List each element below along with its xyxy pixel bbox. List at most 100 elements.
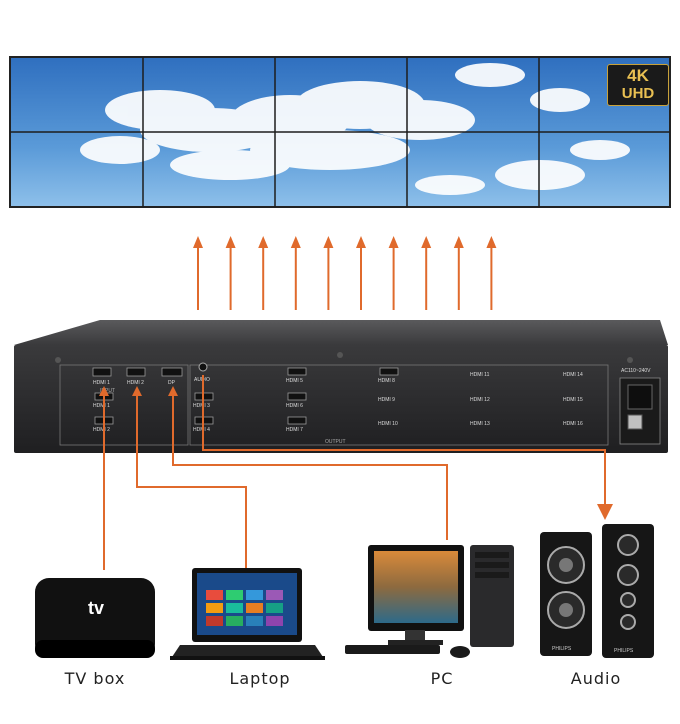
port-hdmi-in-1: HDMI 1 (92, 367, 112, 386)
input-panel-label: INPUT (100, 388, 115, 394)
output-port-label: HDMI 3 (193, 403, 210, 409)
output-port-label: HDMI 6 (286, 403, 303, 409)
svg-text:DP: DP (168, 380, 176, 386)
output-arrows-group (193, 236, 497, 310)
laptop-tile (246, 590, 263, 600)
output-port: HDMI 13 (470, 421, 490, 427)
speaker-brand-left: PHILIPS (552, 646, 572, 652)
output-port-label: HDMI 8 (378, 378, 395, 384)
input-panel (59, 364, 189, 446)
arrow-tip-hdmi1 (99, 386, 109, 396)
cloud-layer (80, 63, 630, 195)
output-port-label: HDMI 15 (563, 397, 583, 403)
laptop-tile (206, 616, 223, 626)
4k-uhd-badge: 4K UHD (607, 64, 669, 106)
screw-icon (627, 357, 633, 363)
speaker-cone-icon (617, 564, 639, 586)
laptop-tile (246, 603, 263, 613)
power-switch[interactable] (627, 414, 643, 430)
line-pc (172, 390, 448, 540)
output-arrow-tip (421, 236, 432, 248)
laptop-tile (266, 590, 283, 600)
tvbox-brand: tv (88, 598, 104, 618)
output-port: HDMI 12 (470, 397, 490, 403)
output-port-label: HDMI 9 (378, 397, 395, 403)
laptop-tile (226, 616, 243, 626)
output-port-label: HDMI 5 (286, 378, 303, 384)
tvbox-label: TV box (64, 669, 126, 688)
pc-label: PC (430, 669, 454, 688)
svg-text:HDMI 2: HDMI 2 (127, 380, 144, 386)
pc-monitor-screen (374, 551, 458, 623)
laptop-tiles (206, 590, 283, 626)
connection-lines (103, 375, 613, 570)
audio-label: Audio (570, 669, 622, 688)
output-port-label: HDMI 1 (93, 403, 110, 409)
tvbox-device: tv (35, 578, 155, 658)
output-arrow-tip (193, 236, 203, 248)
output-arrow-tip (486, 236, 497, 248)
arrow-tip-hdmi2 (132, 386, 142, 396)
output-port: HDMI 14 (563, 372, 583, 378)
hdmi-port-icon (379, 367, 399, 376)
pc-device (345, 545, 514, 658)
output-port: HDMI 5 (286, 367, 307, 384)
output-port-label: HDMI 2 (93, 427, 110, 433)
speaker-tweeter-icon (620, 614, 636, 630)
output-port: HDMI 10 (378, 421, 398, 427)
output-port-label: HDMI 4 (193, 427, 210, 433)
video-wall (9, 56, 671, 208)
output-port: HDMI 9 (378, 397, 395, 403)
laptop-tile (246, 616, 263, 626)
chassis-top (14, 320, 668, 345)
port-audio-out: AUDIO (194, 362, 210, 383)
output-port: HDMI 6 (286, 392, 307, 409)
laptop-tile (266, 603, 283, 613)
power-socket-icon (627, 384, 653, 410)
processor-unit: INPUT OUTPUT HDMI 1 HDMI 2 DP AUDIO HDMI… (14, 320, 668, 453)
laptop-tile (206, 603, 223, 613)
output-port-label: HDMI 7 (286, 427, 303, 433)
line-laptop (136, 390, 247, 568)
screw-icon (55, 357, 61, 363)
output-arrow-tip (356, 236, 366, 248)
arrow-tip-dp (168, 386, 178, 396)
speaker-cone-icon (617, 534, 639, 556)
port-hdmi-in-2: HDMI 2 (126, 367, 146, 386)
speaker-tweeter-icon (620, 592, 636, 608)
laptop-tile (266, 616, 283, 626)
mouse-icon (450, 646, 470, 658)
output-port-label: HDMI 10 (378, 421, 398, 427)
output-arrow-tip (290, 236, 301, 248)
laptop-tile (206, 590, 223, 600)
badge-4k-text: 4K (627, 66, 649, 85)
output-arrow-tip (323, 236, 334, 248)
output-port-label: HDMI 12 (470, 397, 490, 403)
output-port: HDMI 15 (563, 397, 583, 403)
output-port-label: HDMI 13 (470, 421, 490, 427)
line-audio (202, 375, 613, 520)
output-port: HDMI 7 (286, 416, 307, 433)
output-panel-label: OUTPUT (325, 439, 346, 445)
laptop-tile (226, 603, 243, 613)
badge-uhd-text: UHD (621, 85, 655, 102)
output-port-label: HDMI 14 (563, 372, 583, 378)
power-section: AC110~240V (619, 368, 661, 445)
laptop-tile (226, 590, 243, 600)
screw-icon (337, 352, 343, 358)
output-arrow-tip (258, 236, 269, 248)
output-port-label: HDMI 11 (470, 372, 490, 378)
output-port: HDMI 11 (470, 372, 490, 378)
hdmi-port-icon (287, 392, 307, 401)
svg-text:HDMI 1: HDMI 1 (93, 380, 110, 386)
laptop-label: Laptop (229, 669, 291, 688)
speaker-brand-right: PHILIPS (614, 648, 634, 654)
keyboard (345, 645, 440, 654)
power-label: AC110~240V (621, 368, 651, 374)
hdmi-port-icon (287, 367, 307, 376)
output-panel (189, 364, 609, 446)
svg-text:AUDIO: AUDIO (194, 377, 210, 383)
output-arrow-tip (453, 236, 464, 248)
wall-bezels (10, 57, 670, 207)
output-port-label: HDMI 16 (563, 421, 583, 427)
